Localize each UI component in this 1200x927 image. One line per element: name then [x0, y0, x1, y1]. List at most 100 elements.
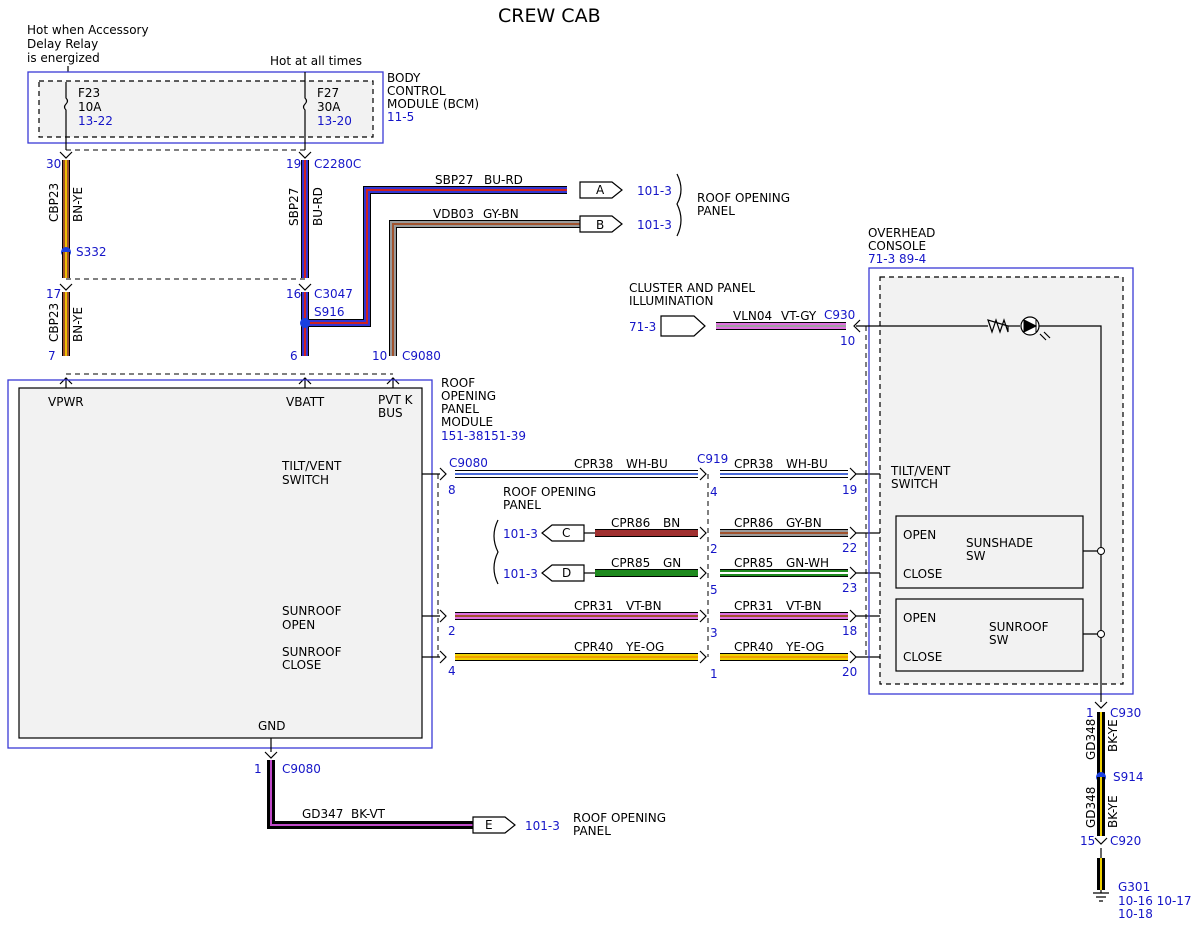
fuse-f27 [302, 72, 308, 150]
diagram-title: CREW CAB [498, 5, 601, 27]
vln04-circuit: VLN04 [733, 309, 772, 323]
c919-chev-4 [699, 609, 707, 623]
pin-17: 17 [46, 287, 61, 301]
pin16-chevron [298, 283, 312, 291]
gnd-label: GND [258, 719, 286, 733]
sunroof-sw-label-2: SW [989, 633, 1009, 647]
cluster-ref: 71-3 [629, 320, 656, 334]
connector-e-label: E [485, 818, 493, 832]
pin-10-c930: 10 [840, 334, 855, 348]
s914-label: S914 [1113, 770, 1144, 784]
ropm-inner [18, 387, 423, 739]
pin-15: 15 [1080, 834, 1095, 848]
f23-label: F23 [78, 86, 100, 100]
oc-chev-3 [849, 566, 857, 580]
tilt-vent-label-2: SWITCH [282, 473, 329, 487]
ref-e: 101-3 [525, 819, 560, 833]
cpr38-right-circuit: CPR38 [734, 457, 773, 471]
f23-rating: 10A [78, 100, 102, 114]
cpr31-right-color: VT-BN [786, 599, 822, 613]
junction-1 [1097, 547, 1105, 555]
wire-gd347 [267, 760, 473, 829]
sunshade-label-2: SW [966, 549, 986, 563]
bcm-label-2: CONTROL [387, 84, 446, 98]
connector-a [579, 181, 623, 199]
pvtk-label-2: BUS [378, 406, 403, 420]
pin-18-oc: 18 [842, 624, 857, 638]
cbp23-upper-circuit: CBP23 [47, 183, 61, 222]
sbp27-upper-circuit: SBP27 [287, 188, 301, 226]
gd348-lower-circuit: GD348 [1084, 787, 1098, 828]
cpr40-left-circuit: CPR40 [574, 640, 613, 654]
wire-sbp27-branch-layer-2 [305, 189, 567, 324]
c920-label: C920 [1110, 834, 1141, 848]
connector-e [472, 816, 516, 834]
ropm-label-3: PANEL [441, 402, 479, 416]
close-chevron [439, 650, 447, 664]
sbp27-upper-color: BU-RD [311, 187, 325, 226]
wire-gd347-layer-2 [270, 760, 473, 826]
connector-b-label: B [596, 218, 604, 232]
vbatt-label: VBATT [286, 395, 325, 409]
pin-1-c930b: 1 [1086, 706, 1094, 720]
pin-7: 7 [48, 349, 56, 363]
s332-label: S332 [76, 245, 107, 259]
connector-d [541, 564, 585, 582]
connector-c [541, 524, 585, 542]
pin-6: 6 [290, 349, 298, 363]
fuse-f23 [63, 82, 69, 150]
c9080-gnd: C9080 [282, 762, 321, 776]
ground-icon [1093, 890, 1109, 902]
c930-label: C930 [824, 308, 855, 322]
c930-chev [853, 319, 861, 333]
sunshade-open: OPEN [903, 528, 936, 542]
internal-ground-bus [1039, 325, 1102, 702]
sunshade-label-1: SUNSHADE [966, 536, 1033, 550]
oc-chev-4 [849, 609, 857, 623]
g301-ref-1: 10-16 10-17 [1118, 894, 1192, 908]
c919-chev-5 [699, 650, 707, 664]
splice-s916 [300, 318, 310, 328]
pin-1-gnd: 1 [254, 762, 262, 776]
sunroof-switch [895, 598, 1084, 672]
wire-sbp27-branch [305, 186, 567, 327]
connector-d-label: D [562, 566, 571, 580]
rop-mid-label-1: ROOF OPENING [503, 485, 596, 499]
bcm-outline [27, 71, 384, 144]
pin30-chevron [59, 151, 73, 159]
sunshade-switch [895, 515, 1084, 589]
sunroof-open-label-1: SUNROOF [282, 604, 342, 618]
pin-1-c919: 1 [710, 667, 718, 681]
ropm-label-2: OPENING [441, 389, 496, 403]
pin-10: 10 [372, 349, 387, 363]
sunroof-close-label-2: CLOSE [282, 658, 321, 672]
cluster-label-2: ILLUMINATION [629, 294, 714, 308]
cpr86-right-color: GY-BN [786, 516, 822, 530]
c920-chev [1094, 837, 1108, 845]
sbp27-horiz-color: BU-RD [484, 173, 523, 187]
cbp23-upper-color: BN-YE [71, 187, 85, 222]
f23-ref: 13-22 [78, 114, 113, 128]
pin-22-oc: 22 [842, 541, 857, 555]
cpr31-left-color: VT-BN [626, 599, 662, 613]
hot-accessory-label-2: Delay Relay [27, 37, 98, 51]
pin17-chevron [59, 283, 73, 291]
vdb03-circuit: VDB03 [433, 207, 474, 221]
overhead-ref: 71-3 89-4 [868, 252, 926, 266]
brace-mid [493, 519, 499, 585]
sunroof-close-oc: CLOSE [903, 650, 942, 664]
cbp23-lower-color: BN-YE [71, 307, 85, 342]
led-rays [1039, 331, 1051, 341]
c3047: C3047 [314, 287, 353, 301]
vpwr-label: VPWR [48, 395, 84, 409]
rop-bottom-label-2: PANEL [573, 824, 611, 838]
c2280c: C2280C [314, 157, 361, 171]
g301-ref-2: 10-18 [1118, 907, 1153, 921]
cpr85-right-color: GN-WH [786, 556, 829, 570]
pin-3-c919: 3 [710, 626, 718, 640]
connector-b [579, 215, 623, 233]
gd348-lower-color: BK-YE [1106, 795, 1120, 828]
cpr38-left-color: WH-BU [626, 457, 668, 471]
cpr40-left-color: YE-OG [625, 640, 664, 654]
